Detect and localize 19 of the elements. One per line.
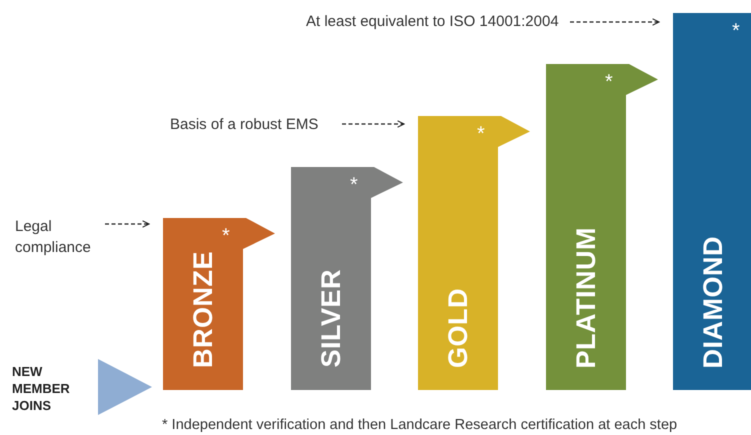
asterisk-mark: * (605, 72, 613, 92)
footnote: * Independent verification and then Landcare Research certification at each step (162, 416, 678, 434)
asterisk-mark: * (477, 124, 485, 144)
annotation-text: Basis of a robust EMS (170, 115, 340, 135)
annotation-text: Legal compliance (15, 216, 103, 258)
level-label: SILVER (318, 269, 344, 368)
level-label: PLATINUM (572, 226, 600, 368)
level-label: GOLD (444, 288, 472, 368)
dashed-arrow (342, 120, 405, 128)
asterisk-mark: * (732, 21, 740, 41)
asterisk-mark: * (222, 226, 230, 246)
level-label: DIAMOND (700, 236, 726, 368)
annotation-text: NEW MEMBER JOINS (12, 363, 86, 414)
asterisk-mark: * (350, 175, 358, 195)
dashed-arrow (105, 220, 150, 228)
triangle-arrow (98, 359, 152, 415)
annotation-text: At least equivalent to ISO 14001:2004 (306, 12, 568, 32)
dashed-arrow (570, 18, 660, 26)
level-label: BRONZE (190, 251, 216, 368)
